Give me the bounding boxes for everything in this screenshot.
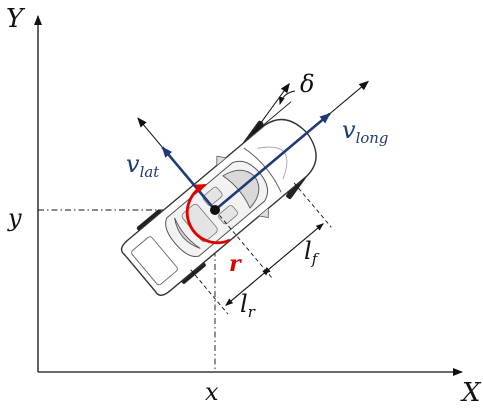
lr-label: lr bbox=[240, 292, 255, 320]
lr-symbol: l bbox=[240, 290, 248, 318]
car bbox=[120, 80, 369, 315]
rear-left-wheel bbox=[136, 209, 163, 232]
v-lat-symbol: v bbox=[126, 150, 140, 178]
lr-subscript: r bbox=[247, 302, 255, 321]
y-axis-label: Y bbox=[6, 4, 24, 34]
lf-dimension-arrow bbox=[262, 223, 324, 276]
v-long-vector bbox=[214, 112, 331, 211]
v-lat-subscript: lat bbox=[139, 162, 160, 181]
cg-lateral-line bbox=[214, 209, 272, 278]
v-long-subscript: long bbox=[355, 128, 389, 147]
wheel-steer-arrow bbox=[252, 82, 290, 135]
trunk bbox=[131, 236, 178, 286]
rear-window bbox=[174, 217, 201, 249]
steer-angle-arc bbox=[278, 90, 296, 105]
steer-angle-label: δ bbox=[300, 70, 315, 98]
yaw-rate-label: r bbox=[229, 251, 241, 277]
lf-symbol: l bbox=[304, 237, 312, 265]
seat bbox=[218, 205, 239, 225]
side-mirror bbox=[259, 208, 269, 218]
lr-dimension-arrow bbox=[225, 267, 271, 306]
center-of-gravity bbox=[210, 205, 220, 215]
side-mirror bbox=[216, 155, 227, 166]
v-long-symbol: v bbox=[342, 116, 356, 144]
y-coordinate-label: y bbox=[8, 204, 22, 232]
rear-right-wheel bbox=[180, 261, 206, 284]
rear-axle-line bbox=[190, 269, 229, 315]
yaw-rate-arc bbox=[185, 183, 231, 245]
x-axis-label: X bbox=[462, 378, 481, 408]
v-lat-label: vlat bbox=[126, 152, 159, 180]
lf-subscript: f bbox=[311, 249, 318, 268]
front-axle-line bbox=[293, 182, 332, 228]
lf-label: lf bbox=[304, 239, 317, 267]
v-lat-vector bbox=[161, 146, 216, 211]
v-long-label: vlong bbox=[342, 118, 388, 146]
wheel-heading-line bbox=[252, 101, 292, 135]
x-coordinate-label: x bbox=[205, 378, 219, 406]
